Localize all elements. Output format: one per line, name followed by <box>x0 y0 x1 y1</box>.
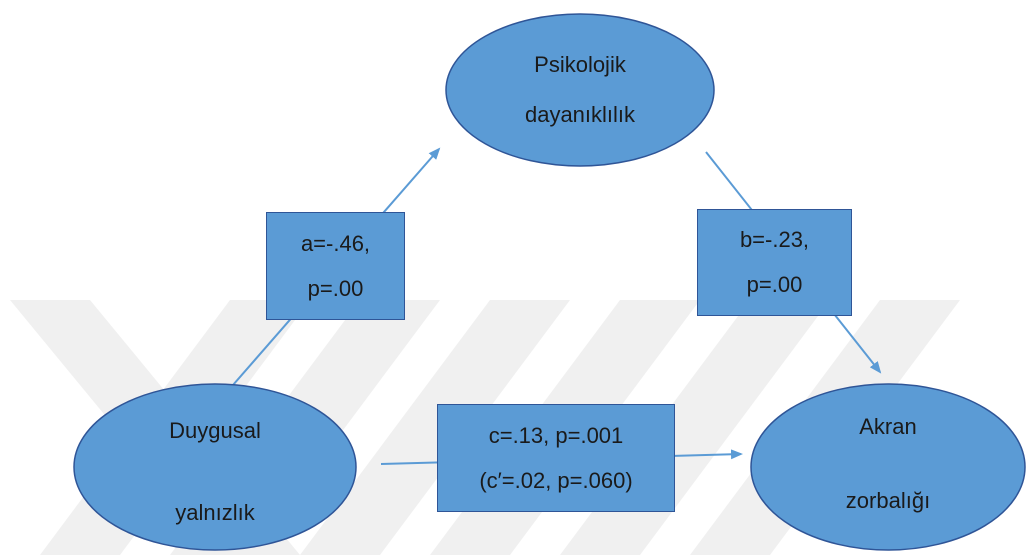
path-c-total-effect: c=.13, p=.001 <box>488 422 624 448</box>
mediator-label-line2: dayanıklılık <box>524 102 636 127</box>
path-a-coefficient-box: a=-.46, p=.00 <box>266 212 405 320</box>
path-a-coefficient: a=-.46, <box>300 230 371 256</box>
predictor-label-line1: Duygusal <box>169 418 261 443</box>
path-a-pvalue: p=.00 <box>307 275 364 301</box>
path-c-coefficient-box: c=.13, p=.001 (c′=.02, p=.060) <box>437 404 675 512</box>
mediator-label-line1: Psikolojik <box>534 52 626 77</box>
predictor-label: Duygusal yalnızlık <box>74 412 356 532</box>
outcome-label-line2: zorbalığı <box>845 488 931 513</box>
path-c-direct-effect: (c′=.02, p=.060) <box>479 467 633 493</box>
outcome-label-line1: Akran <box>859 414 917 439</box>
mediator-node <box>445 13 715 167</box>
mediator-label: Psikolojik dayanıklılık <box>446 22 714 158</box>
path-b-coefficient: b=-.23, <box>739 227 810 253</box>
predictor-node <box>73 383 357 551</box>
outcome-label: Akran zorbalığı <box>751 404 1025 524</box>
path-b-pvalue: p=.00 <box>746 271 803 297</box>
predictor-label-line2: yalnızlık <box>175 500 255 525</box>
outcome-node <box>750 383 1026 551</box>
path-b-coefficient-box: b=-.23, p=.00 <box>697 209 852 316</box>
